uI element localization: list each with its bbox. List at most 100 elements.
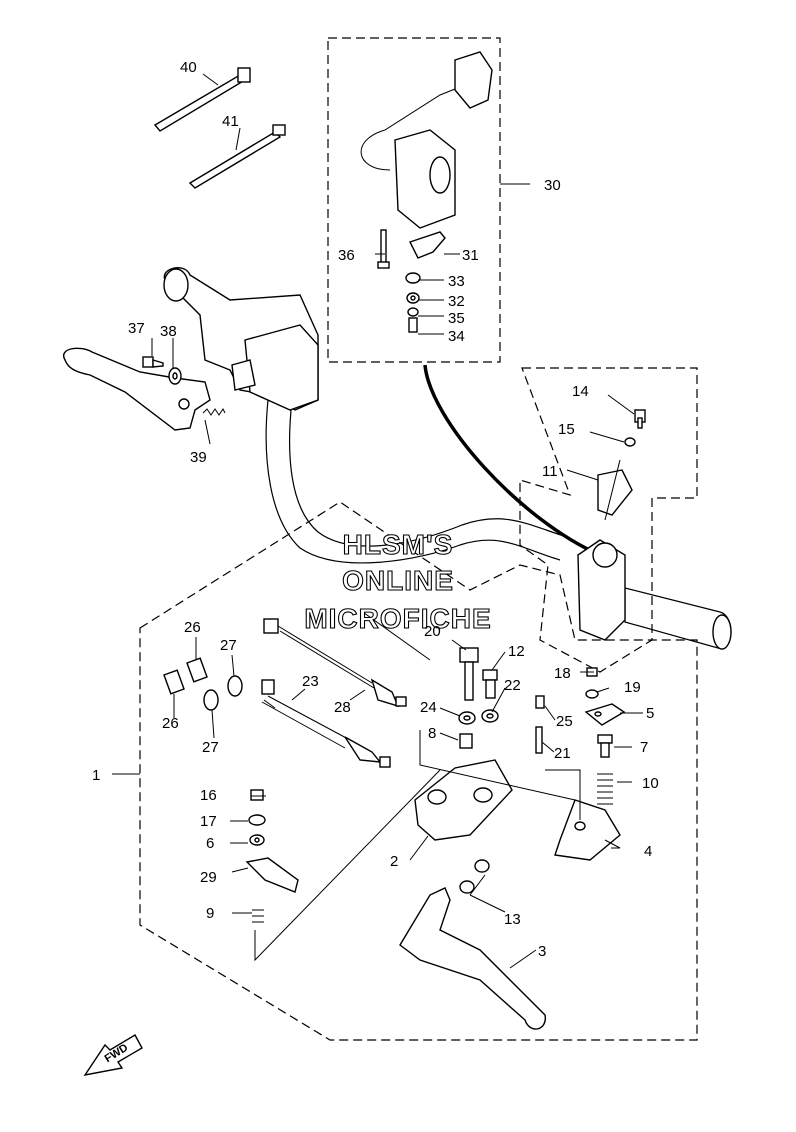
callout-29: 29 xyxy=(200,869,217,886)
callout-36: 36 xyxy=(338,247,355,264)
part-11-cover xyxy=(597,469,633,516)
part-28-cable xyxy=(263,618,407,708)
callout-39: 39 xyxy=(190,449,207,466)
callout-28: 28 xyxy=(334,699,351,716)
callout-3: 3 xyxy=(538,943,546,960)
callouts: 40 41 30 36 31 33 32 35 34 37 38 39 14 1… xyxy=(92,59,659,960)
callout-8: 8 xyxy=(428,725,436,742)
group-outline-switch-right xyxy=(519,367,698,673)
part-8-collar xyxy=(459,733,473,749)
callout-35: 35 xyxy=(448,310,465,327)
group-outline-switch-30 xyxy=(327,37,501,363)
part-5-plate xyxy=(584,703,626,726)
callout-2: 2 xyxy=(390,853,398,870)
callout-5: 5 xyxy=(646,705,654,722)
callout-17: 17 xyxy=(200,813,217,830)
left-grip-housing xyxy=(163,267,319,411)
callout-23: 23 xyxy=(302,673,319,690)
part-21-pin xyxy=(535,726,543,754)
callout-7: 7 xyxy=(640,739,648,756)
callout-19: 19 xyxy=(624,679,641,696)
part-27-nut-lower xyxy=(203,689,219,711)
part-35-washer xyxy=(407,307,419,317)
callout-16: 16 xyxy=(200,787,217,804)
part-27-nut-upper xyxy=(227,675,243,697)
part-26-adjuster-lower xyxy=(163,669,185,695)
callout-26-upper: 26 xyxy=(184,619,201,636)
part-19-washer xyxy=(585,689,599,699)
callout-31: 31 xyxy=(462,247,479,264)
callout-6: 6 xyxy=(206,835,214,852)
callout-41: 41 xyxy=(222,113,239,130)
part-23-cable xyxy=(261,679,391,768)
right-switch-housing xyxy=(577,539,626,641)
part-40-cable-tie xyxy=(153,67,251,132)
part-34-screw xyxy=(408,317,418,333)
callout-1: 1 xyxy=(92,767,100,784)
part-22-washer xyxy=(481,709,499,723)
part-12-bolt xyxy=(482,669,498,699)
callout-10: 10 xyxy=(642,775,659,792)
part-29-bracket xyxy=(245,857,299,893)
part-15-washer xyxy=(624,437,636,447)
watermark-line-3: MICROFICHE xyxy=(304,603,491,634)
watermark-line-1: HLSM'S xyxy=(343,529,454,560)
callout-21: 21 xyxy=(554,745,571,762)
part-20-bolt xyxy=(459,647,479,701)
part-6-washer xyxy=(249,834,265,846)
callout-11: 11 xyxy=(542,463,558,480)
callout-27-lower: 27 xyxy=(202,739,219,756)
part-24-washer xyxy=(458,711,476,725)
callout-33: 33 xyxy=(448,273,465,290)
part-3-brake-lever xyxy=(399,887,546,1030)
switch-wire xyxy=(423,364,601,557)
callout-27-upper: 27 xyxy=(220,637,237,654)
part-14-screw xyxy=(634,409,646,429)
callout-13: 13 xyxy=(504,911,521,928)
left-clutch-lever xyxy=(62,347,211,431)
callout-4: 4 xyxy=(644,843,652,860)
part-30-handlebar-switch xyxy=(360,51,493,229)
part-13-nut-lower xyxy=(459,880,475,894)
part-17-washer xyxy=(248,814,266,826)
part-25-pin xyxy=(535,695,545,709)
callout-22: 22 xyxy=(504,677,521,694)
part-32-washer xyxy=(406,292,420,304)
handlebar xyxy=(265,399,732,650)
callout-18: 18 xyxy=(554,665,571,682)
callout-37: 37 xyxy=(128,320,145,337)
part-31-bracket xyxy=(409,231,446,259)
callout-25: 25 xyxy=(556,713,573,730)
part-33-nut xyxy=(405,272,421,284)
part-9-spring xyxy=(252,909,264,923)
part-37-bolt xyxy=(142,356,164,368)
fwd-arrow-icon: FWD xyxy=(83,1034,143,1076)
callout-30: 30 xyxy=(544,177,561,194)
callout-15: 15 xyxy=(558,421,575,438)
callout-26-lower: 26 xyxy=(162,715,179,732)
part-16-screw xyxy=(250,789,264,801)
callout-9: 9 xyxy=(206,905,214,922)
callout-24: 24 xyxy=(420,699,437,716)
watermark-line-2: ONLINE xyxy=(342,565,454,596)
callout-20: 20 xyxy=(424,623,441,640)
part-4-switch-body xyxy=(554,799,621,861)
part-39-spring xyxy=(202,408,226,416)
part-10-spring xyxy=(597,773,613,805)
part-2-lever-holder xyxy=(414,759,513,841)
part-13-nut-upper xyxy=(474,859,490,873)
part-38-washer xyxy=(168,367,182,385)
callout-14: 14 xyxy=(572,383,589,400)
callout-34: 34 xyxy=(448,328,465,345)
part-7-plunger xyxy=(597,734,613,758)
callout-40: 40 xyxy=(180,59,197,76)
callout-38: 38 xyxy=(160,323,177,340)
group-outline-assembly-1 xyxy=(139,501,698,1041)
leader-lines xyxy=(112,73,643,969)
callout-32: 32 xyxy=(448,293,465,310)
part-41-cable-tie xyxy=(188,124,286,189)
callout-12: 12 xyxy=(508,643,525,660)
part-36-screw xyxy=(377,229,390,269)
part-26-adjuster-upper xyxy=(186,657,208,683)
